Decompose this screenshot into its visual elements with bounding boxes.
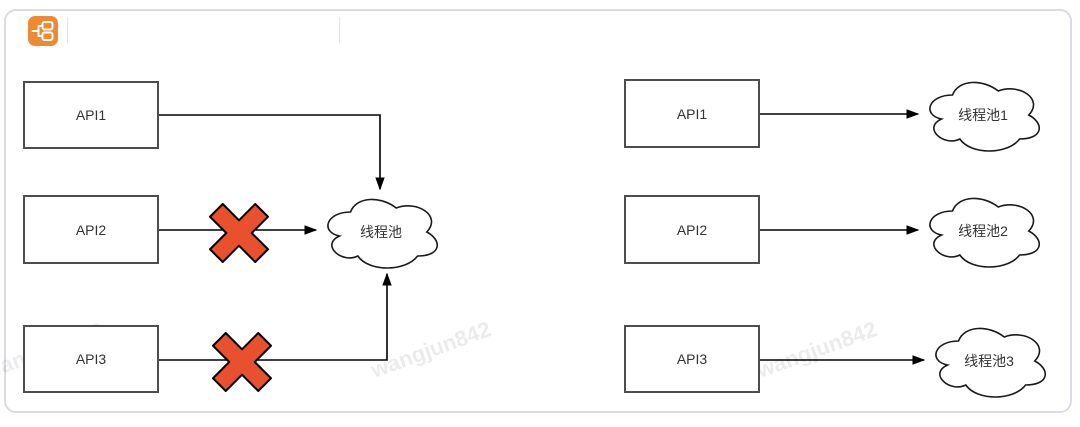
api2-box-left[interactable]	[23, 195, 159, 264]
api1-label-right: API1	[677, 106, 708, 122]
app-icon-node-bottom	[41, 31, 54, 41]
toolbar-divider-right	[339, 17, 340, 43]
app-icon-node-top	[41, 21, 54, 31]
api3-label-left: API3	[76, 351, 107, 367]
thread-pool2-label: 线程池2	[958, 223, 1008, 239]
thread-pool1-label: 线程池1	[958, 107, 1008, 123]
api2-label-left: API2	[76, 222, 107, 238]
api3-label-right: API3	[677, 351, 708, 367]
api1-label-left: API1	[76, 107, 107, 123]
connector-api3-to-shared-pool[interactable]	[158, 274, 387, 361]
thread-pool3-label: 线程池3	[964, 353, 1014, 369]
flowchart-app-icon-glyph	[28, 16, 58, 46]
flowchart-app-icon[interactable]	[28, 16, 58, 46]
api2-label-right: API2	[677, 222, 708, 238]
api2-box-right[interactable]	[624, 195, 760, 264]
shared-thread-pool-label: 线程池	[360, 224, 402, 240]
blocked-x-icon-api3[interactable]	[195, 315, 289, 409]
api3-box-left[interactable]	[23, 325, 159, 393]
app-icon-bg	[28, 16, 58, 46]
api3-box-right[interactable]	[624, 325, 760, 393]
toolbar-divider-left	[67, 17, 68, 43]
api1-box-left[interactable]	[23, 81, 159, 149]
blocked-x-icon-api2[interactable]	[192, 186, 286, 280]
diagram-card-frame	[4, 9, 1072, 413]
connector-api1-to-shared-pool[interactable]	[158, 114, 380, 189]
api1-box-right[interactable]	[624, 79, 760, 148]
